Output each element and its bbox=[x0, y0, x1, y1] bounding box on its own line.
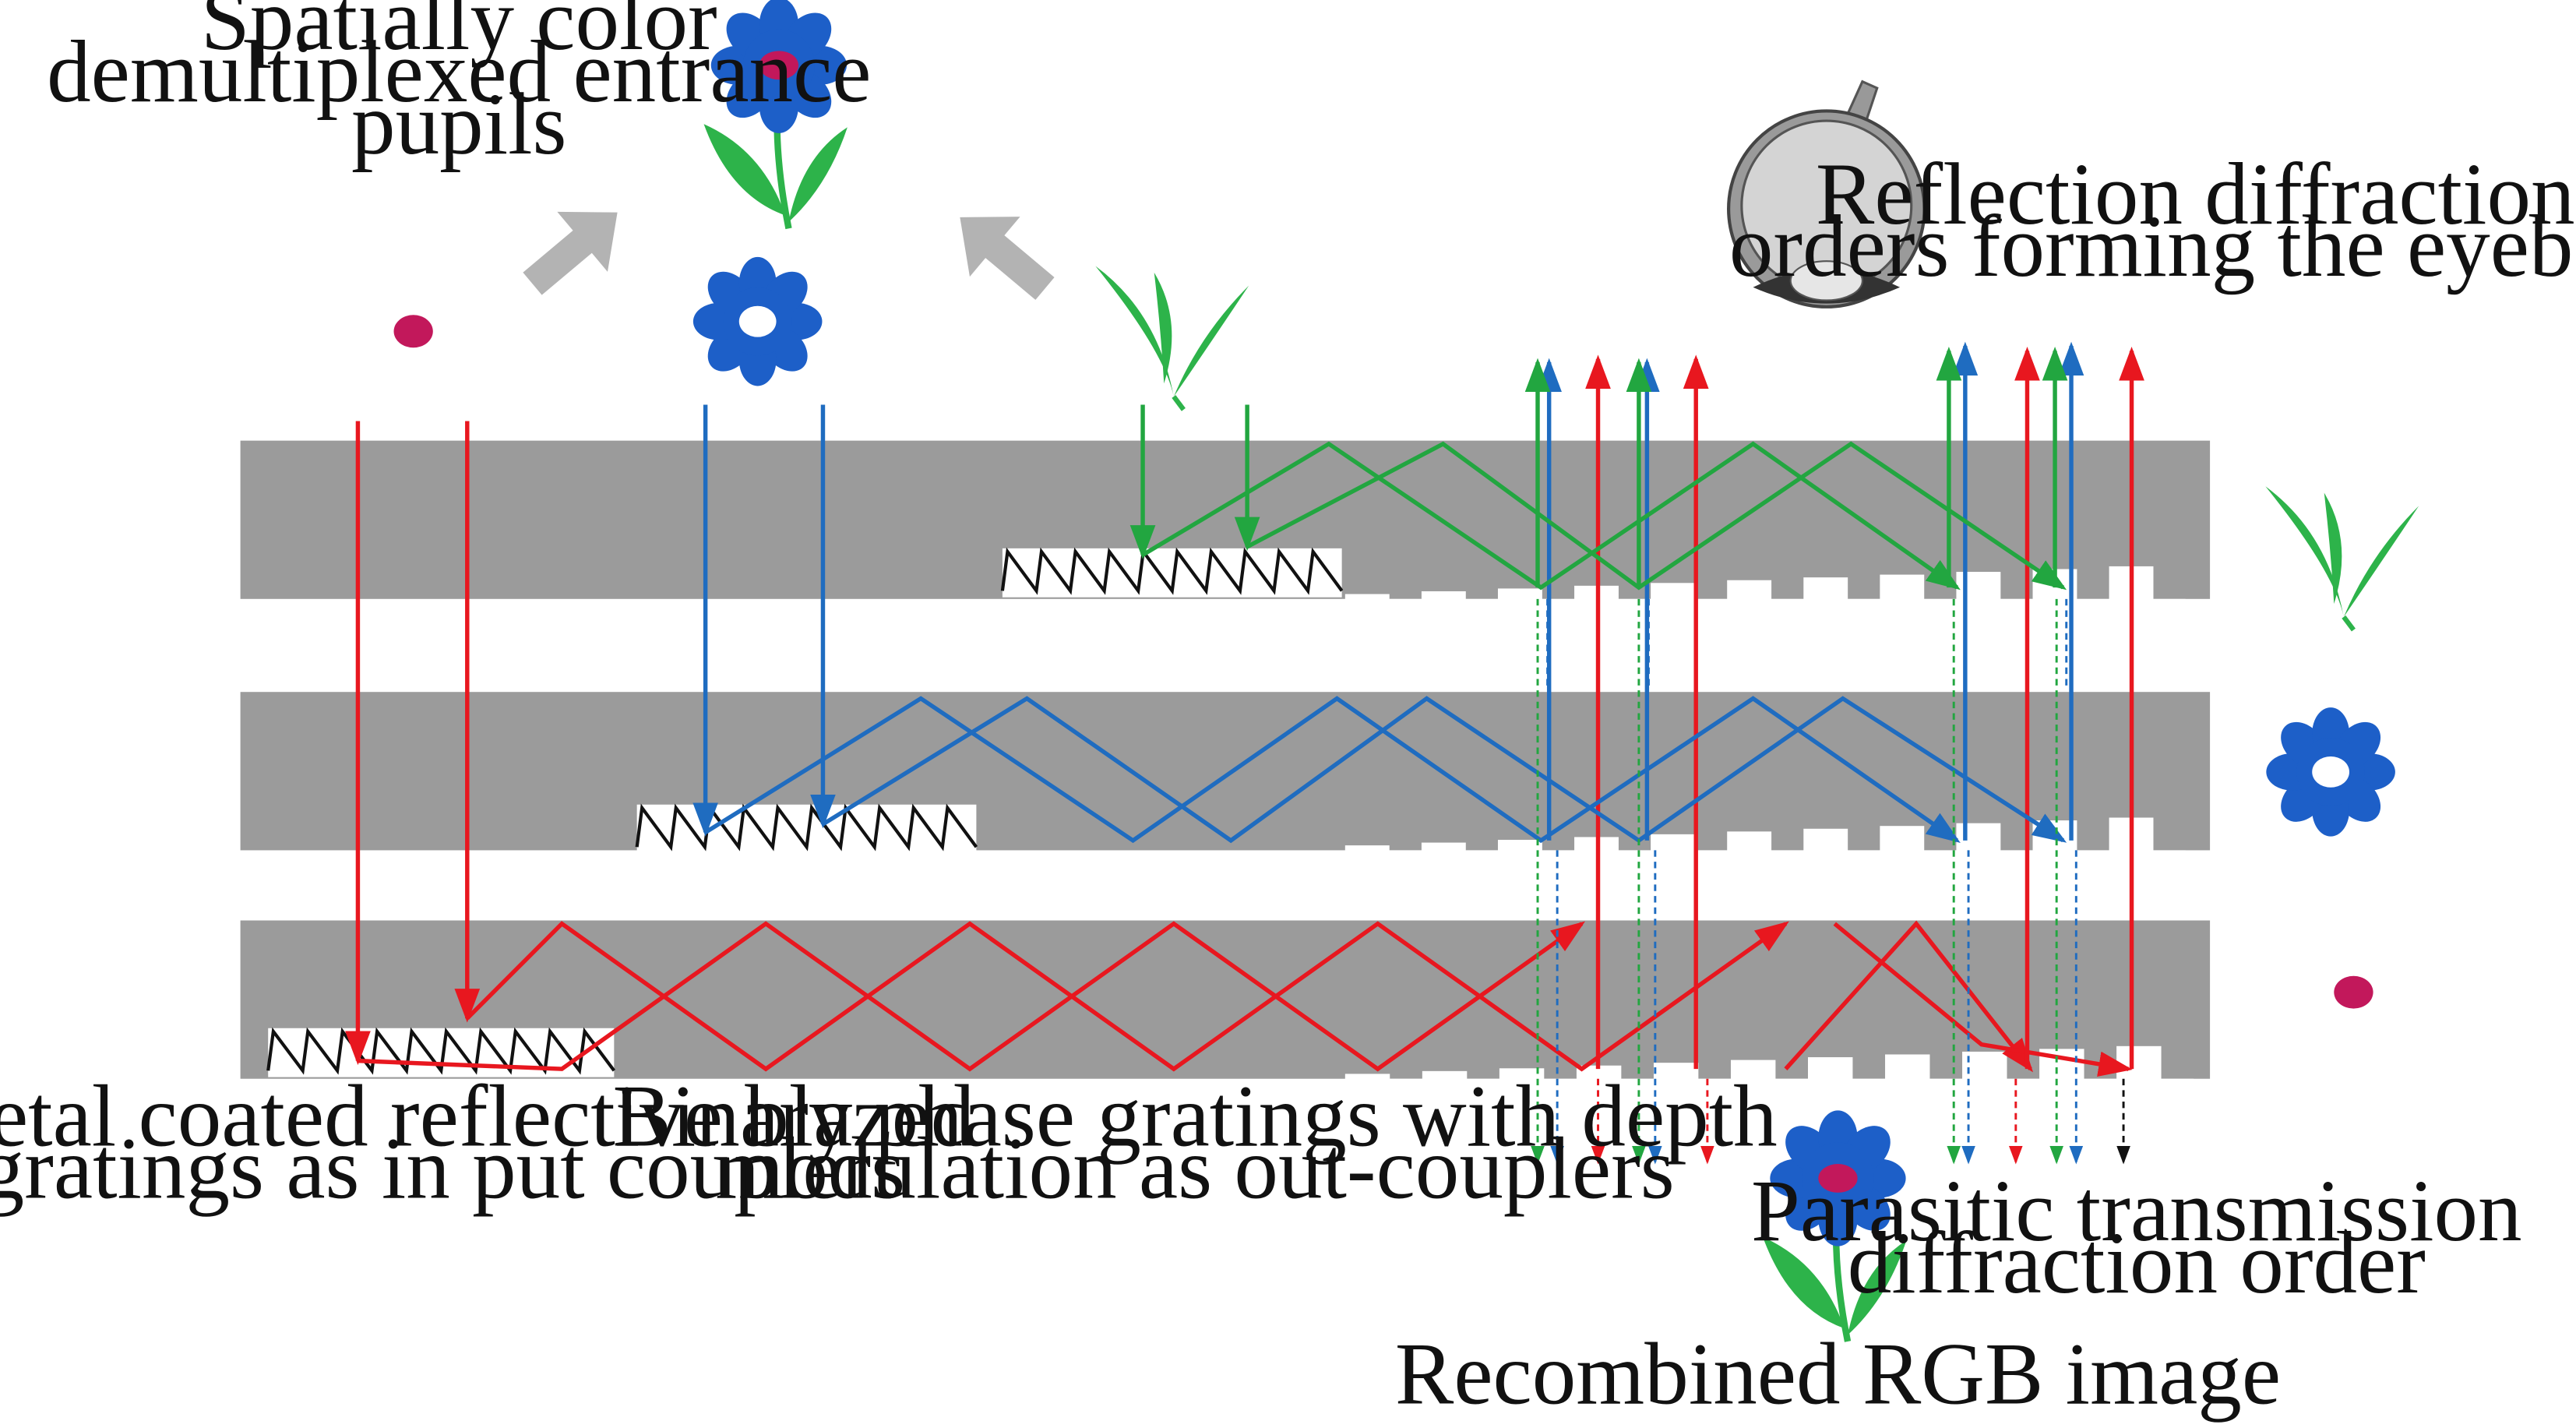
label-line: Binary phase gratings with depth bbox=[612, 1068, 1777, 1165]
label-line: pupils bbox=[351, 76, 567, 173]
label-out-couplers: Binary phase gratings with depth modulat… bbox=[612, 1068, 1777, 1218]
binary-grating-step bbox=[1344, 594, 1390, 601]
waveguides bbox=[240, 440, 2211, 1079]
binary-grating-step bbox=[1344, 845, 1390, 852]
flower-rgb-icon bbox=[1763, 1110, 1907, 1342]
label-recombined: Recombined RGB image bbox=[1395, 1326, 2281, 1423]
binary-grating-step bbox=[1421, 842, 1466, 852]
binary-phase-gratings bbox=[1344, 566, 2194, 1089]
binary-grating-step bbox=[1885, 1054, 1930, 1081]
binary-grating-step bbox=[1962, 1051, 2007, 1081]
ray-paths bbox=[345, 341, 2144, 1165]
flower-blue-icon bbox=[2266, 707, 2395, 837]
blazed-grating bbox=[1000, 547, 1344, 595]
binary-grating-step bbox=[2116, 1045, 2162, 1081]
binary-grating-step bbox=[1422, 1070, 1468, 1081]
ray-blue bbox=[822, 696, 2067, 844]
binary-grating-step bbox=[1576, 1065, 1622, 1081]
binary-grating-step bbox=[1497, 588, 1542, 601]
eye-icon bbox=[1727, 79, 1926, 309]
binary-grating-step bbox=[1497, 840, 1542, 852]
ray-red bbox=[465, 921, 1789, 1072]
label-input-couplers: Metal coated reflective blazed gratings … bbox=[0, 1068, 974, 1218]
leaves-green-icon bbox=[1095, 266, 1249, 411]
binary-grating-step bbox=[1499, 1068, 1545, 1081]
ray-red bbox=[358, 921, 1586, 1072]
binary-grating-step bbox=[1880, 574, 1925, 601]
red-dot-icon bbox=[393, 315, 433, 348]
binary-grating-step bbox=[1880, 826, 1925, 852]
flower-rgb-icon bbox=[703, 0, 848, 230]
binary-grating-step bbox=[1653, 1063, 1699, 1081]
binary-grating-step bbox=[1730, 1060, 1776, 1081]
label-line: orders forming the eyebox bbox=[1729, 198, 2576, 295]
ray-green bbox=[1141, 441, 1961, 591]
label-line: Metal coated reflective blazed bbox=[0, 1068, 974, 1165]
blazed-gratings bbox=[266, 547, 1344, 1077]
label-line: demultiplexed entrance bbox=[47, 23, 871, 121]
pointer-arrow-icon bbox=[523, 211, 1055, 300]
label-line: Reflection diffraction bbox=[1816, 146, 2575, 243]
binary-grating-step bbox=[1651, 834, 1696, 852]
binary-grating-step bbox=[1727, 580, 1772, 601]
blazed-grating bbox=[266, 1027, 615, 1075]
ray-blue bbox=[704, 696, 1961, 844]
blazed-grating bbox=[635, 803, 978, 852]
binary-grating-step bbox=[1803, 577, 1848, 601]
label-entrance-pupils: Spatially color demultiplexed entrance p… bbox=[47, 0, 871, 173]
label-line: modulation as out-couplers bbox=[715, 1120, 1674, 1218]
binary-grating-step bbox=[1651, 583, 1696, 601]
waveguide-blue bbox=[240, 692, 2211, 851]
label-line: diffraction order bbox=[1848, 1215, 2426, 1312]
binary-grating-step bbox=[1803, 828, 1848, 852]
flower-blue-icon bbox=[692, 256, 823, 386]
binary-grating-step bbox=[1344, 1074, 1390, 1081]
ray-red bbox=[1833, 922, 2133, 1077]
label-parasitic: Parasitic transmission diffraction order bbox=[1751, 1162, 2522, 1312]
binary-grating-step bbox=[1807, 1057, 1853, 1081]
label-eyebox: Reflection diffraction orders forming th… bbox=[1729, 146, 2576, 295]
ray-red bbox=[1784, 920, 2034, 1073]
label-line: Parasitic transmission bbox=[1751, 1162, 2522, 1260]
binary-grating-step bbox=[1956, 823, 2001, 852]
red-dot-icon bbox=[2334, 975, 2373, 1009]
label-line: Spatially color bbox=[201, 0, 717, 69]
binary-grating-step bbox=[1727, 831, 1772, 852]
leaves-green-icon bbox=[2265, 486, 2419, 632]
binary-grating-step bbox=[1956, 572, 2001, 601]
binary-grating-step bbox=[1421, 591, 1466, 601]
label-line: gratings as in put couplers bbox=[0, 1120, 905, 1218]
